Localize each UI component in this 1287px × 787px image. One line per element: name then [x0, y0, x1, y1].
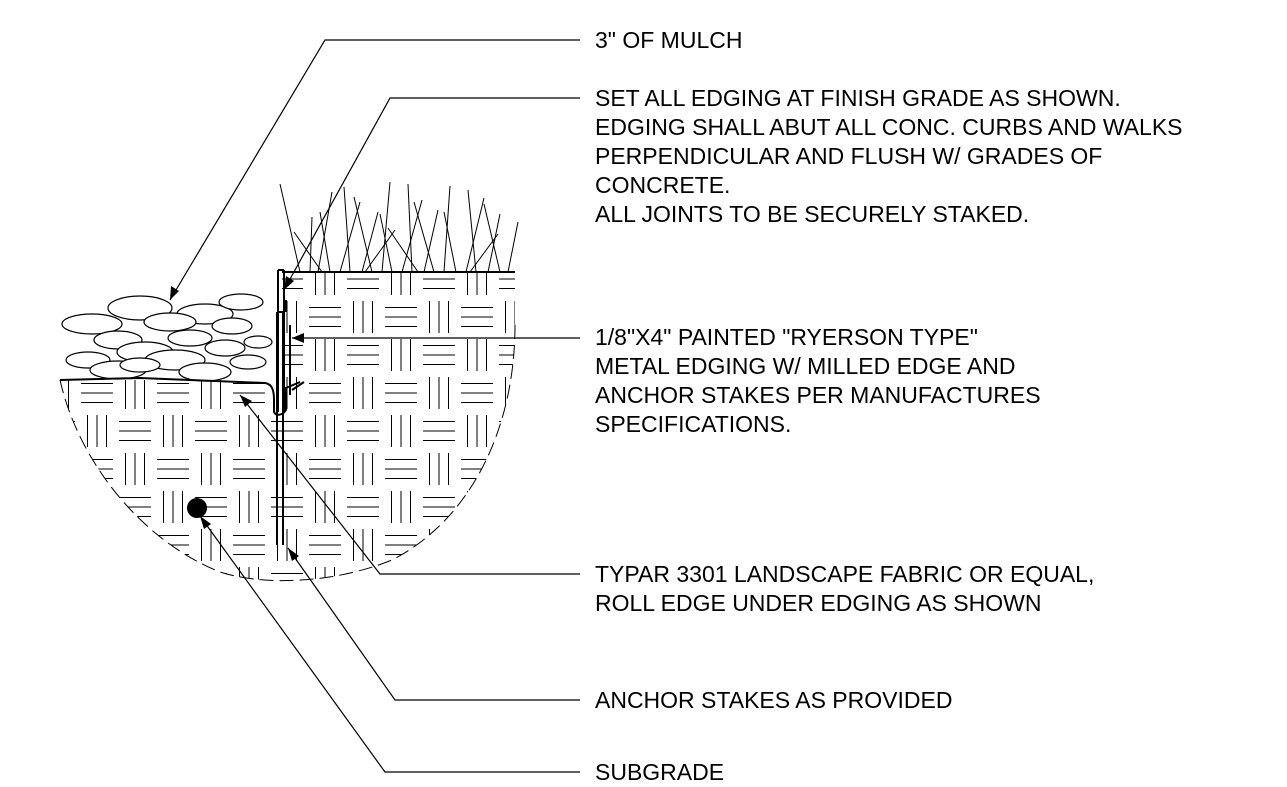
mulch-stone: [211, 317, 253, 335]
note-line: CONCRETE.: [595, 172, 731, 198]
note-line: ROLL EDGE UNDER EDGING AS SHOWN: [595, 590, 1042, 616]
arrow-fabric: [240, 395, 252, 407]
arrow-mulch: [170, 286, 179, 300]
grass-blade: [413, 201, 435, 273]
note-edging-grade: SET ALL EDGING AT FINISH GRADE AS SHOWN.…: [595, 84, 1183, 229]
mulch-stones: [61, 293, 273, 382]
note-line: ALL JOINTS TO BE SECURELY STAKED.: [595, 201, 1030, 227]
note-line: ANCHOR STAKES AS PROVIDED: [595, 687, 953, 713]
grass-blade: [487, 213, 501, 273]
note-anchor-stakes: ANCHOR STAKES AS PROVIDED: [595, 686, 952, 715]
grass-blade: [387, 227, 419, 273]
note-metal-edging: 1/8"X4" PAINTED "RYERSON TYPE" METAL EDGI…: [595, 323, 1041, 439]
mulch-stone: [61, 313, 123, 335]
mulch-stone: [218, 293, 264, 311]
mulch-stone: [204, 339, 246, 357]
note-fabric: TYPAR 3301 LANDSCAPE FABRIC OR EQUAL, ROL…: [595, 560, 1094, 618]
mulch-stone: [178, 362, 232, 382]
grass-blade: [353, 196, 373, 273]
note-line: TYPAR 3301 LANDSCAPE FABRIC OR EQUAL,: [595, 561, 1095, 587]
leader-arrowheads: [170, 276, 304, 561]
grass-blade: [423, 209, 439, 273]
subgrade-marker: [187, 498, 207, 518]
note-line: SUBGRADE: [595, 759, 725, 785]
grass-blade: [469, 233, 499, 273]
grass-blade: [361, 211, 379, 273]
arrow-metal-edging: [292, 333, 304, 343]
arrow-anchor-stakes: [288, 548, 299, 561]
fabric-line: [59, 376, 301, 416]
leader-anchor-stakes: [287, 547, 580, 701]
grass-blade: [317, 191, 333, 273]
grass-blade: [467, 189, 477, 273]
soil-boundary: [59, 324, 516, 582]
leader-lines: [169, 39, 580, 773]
grass-blade: [279, 183, 301, 273]
anchor-stake: [276, 311, 284, 545]
note-subgrade: SUBGRADE: [595, 758, 724, 787]
note-mulch: 3" OF MULCH: [595, 26, 742, 55]
grass-blade: [381, 181, 391, 273]
grass-blade: [483, 203, 501, 273]
note-line: SET ALL EDGING AT FINISH GRADE AS SHOWN.: [595, 85, 1121, 111]
mulch-stone: [143, 312, 197, 332]
note-line: SPECIFICATIONS.: [595, 411, 792, 437]
mulch-stone: [167, 329, 213, 347]
arrow-subgrade: [200, 516, 211, 529]
leader-fabric: [239, 394, 580, 575]
arrow-edging-grade: [284, 276, 294, 290]
leader-subgrade: [199, 515, 580, 773]
grass-blade: [309, 216, 313, 273]
mulch-stone: [243, 335, 273, 349]
turf-grass: [279, 181, 519, 273]
leader-mulch: [169, 39, 580, 301]
note-line: EDGING SHALL ABUT ALL CONC. CURBS AND WA…: [595, 114, 1183, 140]
grass-blade: [443, 211, 457, 273]
note-line: 1/8"X4" PAINTED "RYERSON TYPE": [595, 324, 978, 350]
note-line: PERPENDICULAR AND FLUSH W/ GRADES OF: [595, 143, 1103, 169]
note-line: ANCHOR STAKES PER MANUFACTURES: [595, 382, 1041, 408]
note-line: METAL EDGING W/ MILLED EDGE AND: [595, 353, 1016, 379]
note-line: 3" OF MULCH: [595, 27, 743, 53]
grass-blade: [293, 231, 323, 273]
grass-blade: [339, 201, 361, 273]
grass-blade: [407, 183, 413, 273]
leader-edging-grade: [283, 97, 580, 291]
grass-blade: [507, 221, 519, 273]
grass-blade: [343, 186, 351, 273]
mulch-stone: [119, 357, 161, 373]
mulch-stone: [229, 354, 267, 370]
grass-blade: [401, 199, 423, 273]
grass-blade: [364, 229, 396, 273]
grass-blade: [465, 197, 485, 273]
